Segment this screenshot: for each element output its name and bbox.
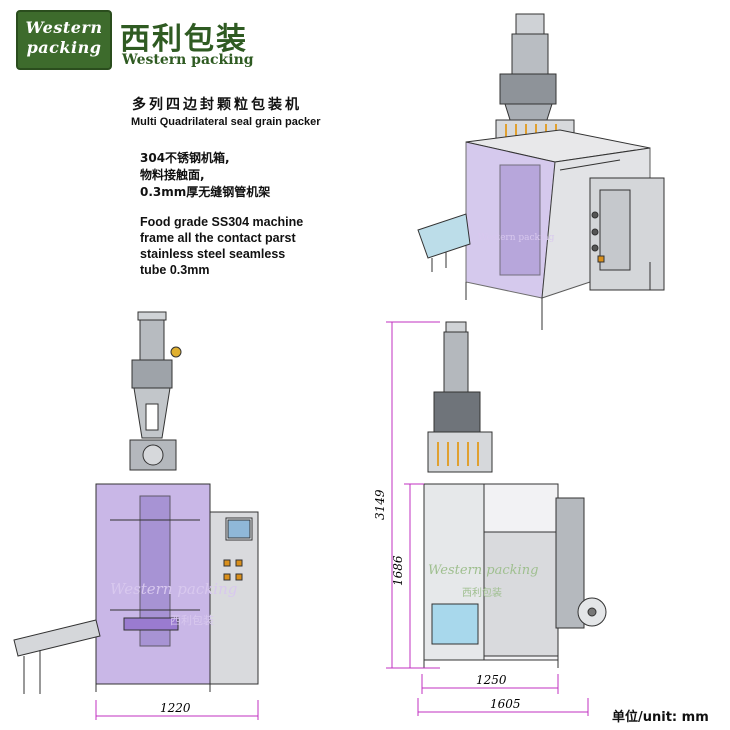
isometric-view: Western packing xyxy=(417,13,665,330)
spec-cn-line: 304不锈钢机箱, xyxy=(140,151,230,165)
dim-side-lines xyxy=(386,321,589,716)
spec-en-line: frame all the contact parst xyxy=(140,231,296,245)
logo-line2: packing xyxy=(26,38,102,57)
watermark-side-en: Western packing xyxy=(428,563,538,578)
title-en: Multi Quadrilateral seal grain packer xyxy=(131,116,321,128)
brand-name-cn: 西利包装 xyxy=(120,22,248,57)
spec-en-line: stainless steel seamless xyxy=(140,247,286,261)
side-view: Western packing 西利包装 xyxy=(423,321,607,668)
title-cn: 多列四边封颗粒包装机 xyxy=(132,97,302,113)
logo-line1: Western xyxy=(25,18,103,37)
spec-cn-line: 0.3mm厚无缝钢管机架 xyxy=(140,185,271,199)
watermark-front-en: Western packing xyxy=(110,580,237,598)
spec-cn-line: 物料接触面, xyxy=(140,168,205,182)
watermark-iso: Western packing xyxy=(478,233,555,243)
dim-label-height-frame: 1686 xyxy=(391,555,405,586)
brand-name-en: Western packing xyxy=(122,52,254,68)
spec-cn: 304不锈钢机箱, 物料接触面, 0.3mm厚无缝钢管机架 xyxy=(140,150,300,201)
watermark-side-cn: 西利包装 xyxy=(462,586,502,599)
unit-label: 单位/unit: mm xyxy=(612,710,709,725)
watermark-front-cn: 西利包装 xyxy=(170,614,214,627)
dim-label-side-total: 1605 xyxy=(490,697,521,711)
logo-badge: Western packing xyxy=(16,10,112,70)
spec-en-line: tube 0.3mm xyxy=(140,263,210,277)
dim-label-side-inner: 1250 xyxy=(476,673,507,687)
spec-en-line: Food grade SS304 machine xyxy=(140,215,304,229)
dim-label-front-width: 1220 xyxy=(160,701,191,715)
dim-label-height-total: 3149 xyxy=(373,489,387,520)
dim-front-width xyxy=(95,700,259,720)
spec-en: Food grade SS304 machine frame all the c… xyxy=(140,214,340,278)
front-view: Western packing 西利包装 xyxy=(13,311,259,694)
